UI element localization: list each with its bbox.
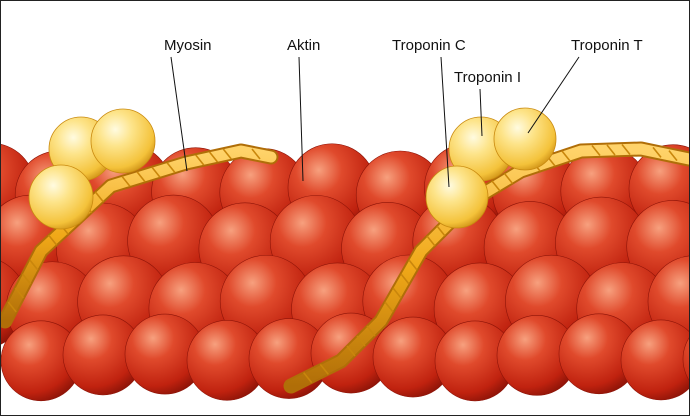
troponin-c-sphere	[426, 166, 488, 228]
label-troponin-i: Troponin I	[454, 69, 521, 86]
label-aktin: Aktin	[287, 37, 320, 54]
troponin-sphere	[91, 109, 155, 173]
leader-line-troponin-t	[528, 57, 579, 133]
label-troponin-t: Troponin T	[571, 37, 643, 54]
troponin-sphere	[29, 165, 93, 229]
labels: Myosin Aktin Troponin C Troponin I Tropo…	[164, 37, 643, 86]
label-myosin: Myosin	[164, 37, 212, 54]
troponin-t-sphere	[494, 108, 556, 170]
label-troponin-c: Troponin C	[392, 37, 466, 54]
